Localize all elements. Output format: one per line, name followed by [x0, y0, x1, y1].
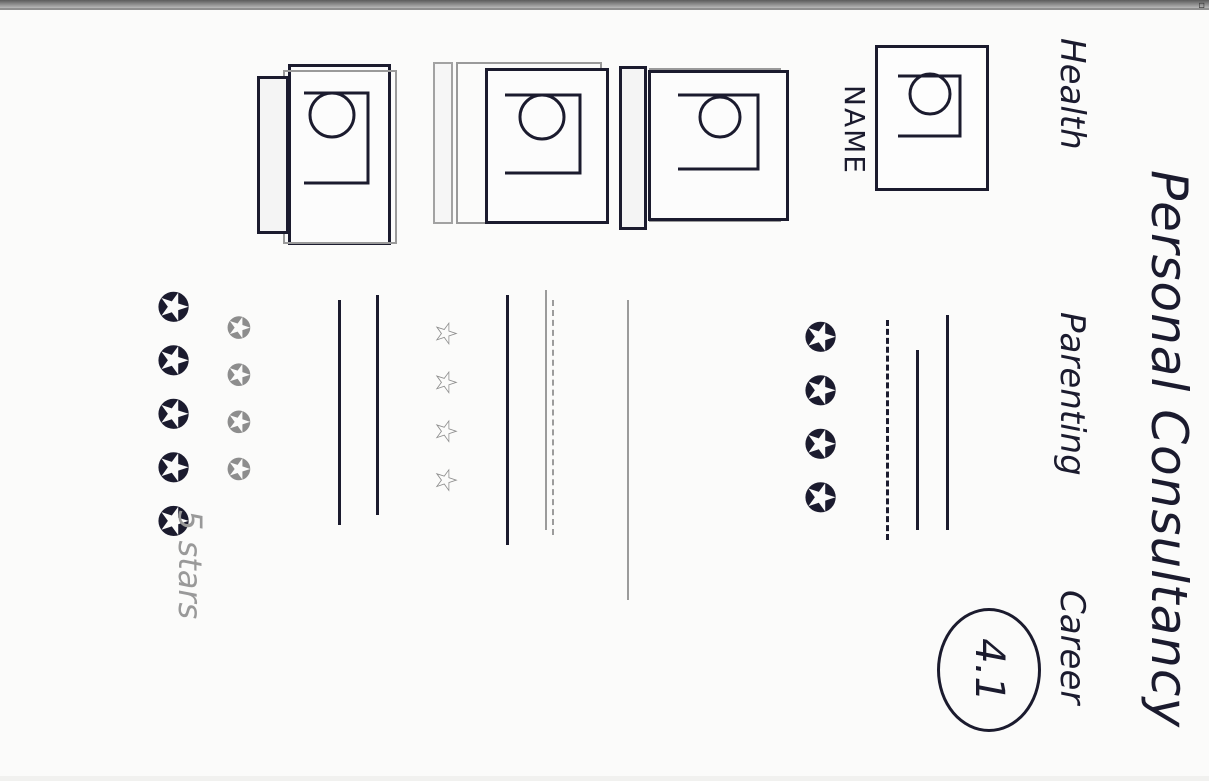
app-title: Personal Consultancy [1140, 170, 1198, 729]
corner-mark: ▫ [1198, 0, 1205, 11]
text-line [946, 315, 949, 530]
consultant-bar-2 [433, 62, 453, 224]
rating-badge: 4.1 [937, 608, 1041, 732]
text-line [916, 350, 919, 530]
text-line [338, 300, 341, 525]
tab-health[interactable]: Health [1052, 38, 1092, 150]
consultant-stars-2: ☆☆☆☆ [428, 320, 463, 516]
consultant-photo-1[interactable] [648, 70, 789, 221]
text-line [506, 295, 509, 545]
consultant-bar-1 [619, 66, 647, 230]
text-line [886, 320, 889, 540]
consultant-photo-3[interactable] [288, 64, 391, 245]
photo-sketch-outline [283, 70, 397, 244]
person-icon [505, 93, 582, 175]
person-icon [304, 91, 370, 185]
consultant-photo-2[interactable] [485, 68, 609, 224]
text-line [552, 300, 554, 535]
person-icon [898, 72, 962, 138]
profile-name: NAME [838, 85, 871, 175]
tab-parenting[interactable]: Parenting [1052, 312, 1092, 476]
profile-photo[interactable] [875, 45, 989, 191]
stars-caption: 5 stars [171, 510, 209, 620]
person-icon [678, 93, 760, 171]
text-line [545, 290, 547, 530]
paper-edge [0, 0, 1209, 10]
tab-career[interactable]: Career [1052, 590, 1092, 705]
consultant-bar-3 [257, 76, 289, 234]
text-line [627, 300, 629, 600]
text-line [376, 295, 379, 515]
consultant-stars-1: ✪✪✪✪ [796, 320, 842, 535]
rating-value: 4.1 [966, 638, 1012, 702]
